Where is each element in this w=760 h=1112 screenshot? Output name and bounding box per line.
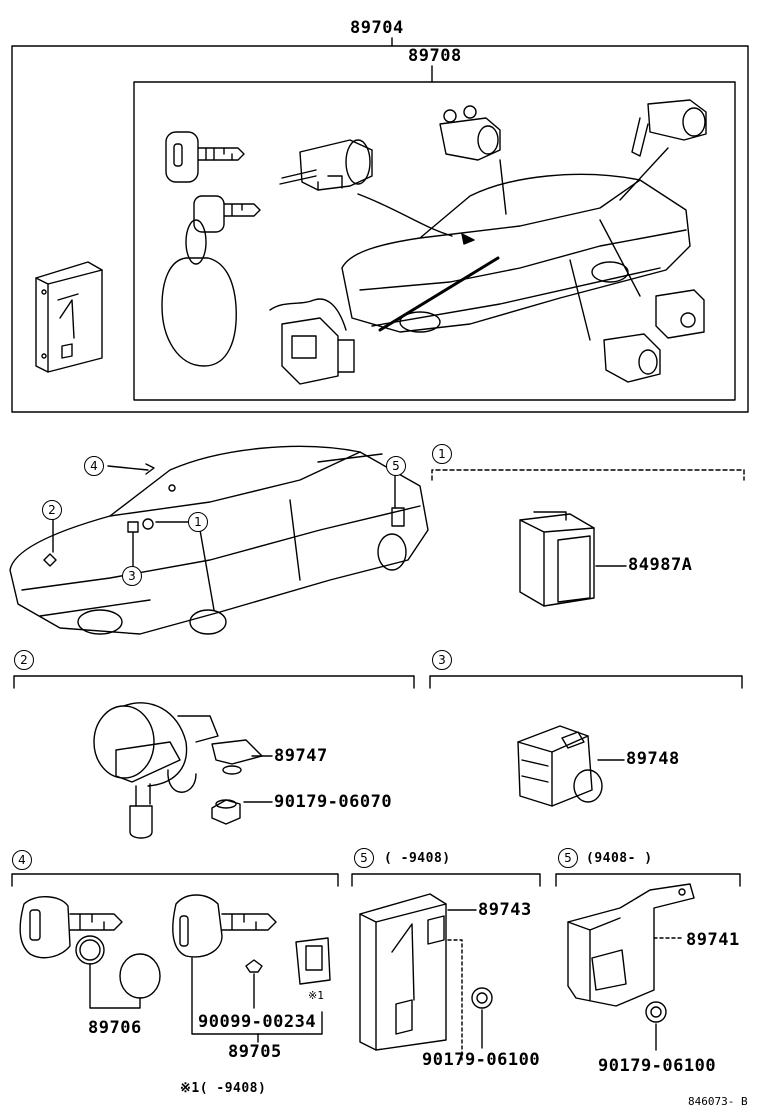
part-label-89748: 89748 [626, 749, 680, 769]
locator-callout-4: 4 [84, 456, 104, 476]
door-lock-cylinder-drawing [439, 105, 501, 161]
part-label-90179-06100-a: 90179-06100 [422, 1050, 541, 1070]
note-mark-1: ※1 [308, 989, 324, 1002]
section-brackets [11, 469, 745, 887]
part-84987A-drawing [519, 511, 627, 607]
part-89748-drawing [517, 725, 625, 807]
part-label-90179-06100-b: 90179-06100 [598, 1056, 717, 1076]
transponder-amplifier-drawing [269, 298, 355, 385]
drawing-number: 846073- B [688, 1095, 748, 1108]
assembly-number-89704: 89704 [350, 18, 404, 38]
key-89705-drawing [172, 894, 331, 1043]
section-5a-index: 5 [354, 848, 374, 868]
part-label-84987A: 84987A [628, 555, 693, 575]
locator-callout-2: 2 [42, 500, 62, 520]
part-label-90179-06070: 90179-06070 [274, 792, 393, 812]
nut-90179-06070-drawing [211, 799, 273, 825]
part-label-89743: 89743 [478, 900, 532, 920]
part-label-90099-00234: 90099-00234 [198, 1012, 317, 1032]
vehicle-locator [9, 445, 429, 635]
part-label-89706: 89706 [88, 1018, 142, 1038]
part-89747-drawing [93, 702, 273, 839]
part-89741-drawing [567, 883, 695, 1007]
sensor-drawing [655, 289, 705, 339]
section-2-index: 2 [14, 650, 34, 670]
section-5a-range: ( -9408) [384, 851, 451, 866]
key-with-fob-drawing [161, 195, 261, 367]
section-1-index: 1 [432, 444, 452, 464]
locator-callout-5: 5 [386, 456, 406, 476]
footnote: ※1( -9408) [180, 1081, 267, 1096]
part-label-89741: 89741 [686, 930, 740, 950]
part-label-89705: 89705 [228, 1042, 282, 1062]
section-5b-range: (9408- ) [586, 851, 653, 866]
lock-cylinder-lower-drawing [603, 333, 661, 383]
part-89743-drawing [359, 893, 477, 1061]
vehicle-overview-top [341, 147, 691, 341]
nut-90179-06100-b-drawing [645, 1001, 667, 1051]
subassembly-number-89708: 89708 [408, 46, 462, 66]
master-key-drawing [165, 131, 245, 183]
part-label-89747: 89747 [274, 746, 328, 766]
assembly-frame [11, 37, 749, 413]
locator-callout-3: 3 [122, 566, 142, 586]
locator-callout-1: 1 [188, 512, 208, 532]
ignition-lock-drawing [279, 139, 373, 191]
nut-90179-06100-a-drawing [471, 987, 493, 1049]
immobiliser-ecu-drawing [35, 261, 103, 373]
section-3-index: 3 [432, 650, 452, 670]
key-89706-drawing [19, 896, 161, 1009]
trunk-lock-cylinder-drawing [631, 99, 707, 157]
section-5b-index: 5 [558, 848, 578, 868]
section-4-index: 4 [12, 850, 32, 870]
